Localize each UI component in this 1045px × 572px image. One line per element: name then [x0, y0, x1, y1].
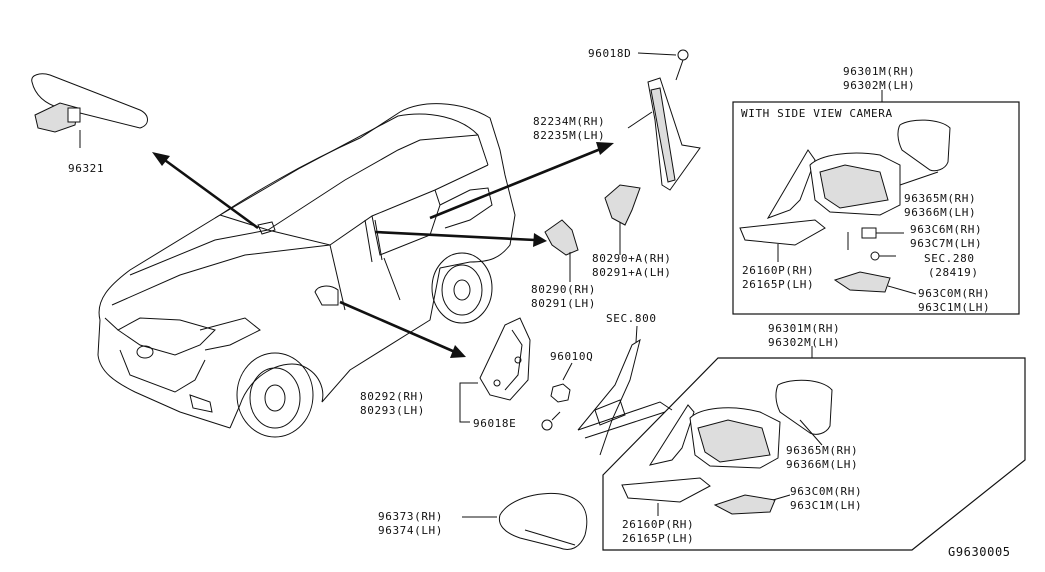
- label-box2-96301m: 96301M(RH): [768, 322, 840, 335]
- label-b1-26160p: 26160P(RH): [742, 264, 814, 277]
- label-80290: 80290(RH): [531, 283, 596, 296]
- bracket-80290a-part: [604, 184, 641, 255]
- label-b1-963c1m: 963C1M(LH): [918, 301, 990, 314]
- label-b1-963c6m: 963C6M(RH): [910, 223, 982, 236]
- label-82234m: 82234M(RH): [533, 115, 605, 128]
- label-b2-963c0m: 963C0M(RH): [790, 485, 862, 498]
- label-b2-96366m: 96366M(LH): [786, 458, 858, 471]
- label-b1-96365m: 96365M(RH): [904, 192, 976, 205]
- box2-mirror-assembly: [621, 379, 833, 516]
- label-b1-963c0m: 963C0M(RH): [918, 287, 990, 300]
- label-box1-96302m: 96302M(LH): [843, 79, 915, 92]
- label-96018e: 96018E: [473, 417, 516, 430]
- label-80291: 80291(LH): [531, 297, 596, 310]
- box1-mirror-assembly: [739, 119, 951, 295]
- door-panel-sec800: [577, 338, 673, 456]
- label-96018d: 96018D: [588, 47, 631, 60]
- mirror-garnish-part: [637, 49, 701, 191]
- bracket-80290-part: [544, 219, 579, 282]
- screw-96018e-part: [541, 411, 561, 431]
- label-80293: 80293(LH): [360, 404, 425, 417]
- label-box1-title: WITH SIDE VIEW CAMERA: [741, 107, 893, 120]
- label-box1-96301m: 96301M(RH): [843, 65, 915, 78]
- label-96374: 96374(LH): [378, 524, 443, 537]
- label-b2-26165p: 26165P(LH): [622, 532, 694, 545]
- standard-mirror-box: [602, 346, 1026, 551]
- label-80290a: 80290+A(RH): [592, 252, 671, 265]
- label-b1-963c7m: 963C7M(LH): [910, 237, 982, 250]
- diagram-id: G9630005: [948, 545, 1011, 559]
- label-b1-26165p: 26165P(LH): [742, 278, 814, 291]
- label-b2-26160p: 26160P(RH): [622, 518, 694, 531]
- label-b1-sec280: SEC.280: [924, 252, 975, 265]
- label-96373: 96373(RH): [378, 510, 443, 523]
- side-view-camera-box: [732, 90, 1020, 315]
- label-80292: 80292(RH): [360, 390, 425, 403]
- inside-mirror-part: [31, 73, 148, 148]
- mirror-cover-part: [498, 492, 588, 550]
- corner-finisher-part: [479, 317, 531, 401]
- label-80291a: 80291+A(LH): [592, 266, 671, 279]
- label-sec800: SEC.800: [606, 312, 657, 325]
- vehicle-illustration: [97, 103, 516, 438]
- label-96010q: 96010Q: [550, 350, 593, 363]
- nut-96010q-part: [550, 362, 573, 403]
- label-b2-96365m: 96365M(RH): [786, 444, 858, 457]
- pointer-arrows: [152, 142, 614, 358]
- label-96321: 96321: [68, 162, 104, 175]
- label-b2-963c1m: 963C1M(LH): [790, 499, 862, 512]
- label-box2-96302m: 96302M(LH): [768, 336, 840, 349]
- label-82235m: 82235M(LH): [533, 129, 605, 142]
- label-b1-96366m: 96366M(LH): [904, 206, 976, 219]
- label-b1-28419: (28419): [928, 266, 979, 279]
